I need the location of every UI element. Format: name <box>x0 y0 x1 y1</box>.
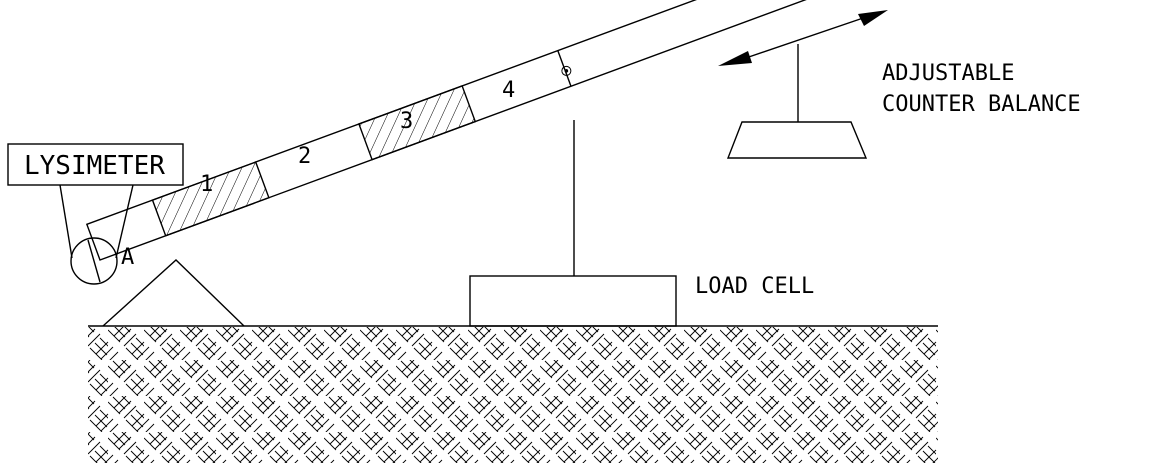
load-pin <box>561 65 572 76</box>
adjustment-arrow-shaft <box>739 14 873 61</box>
load-pin-center <box>564 69 569 73</box>
counter-balance-label-line1: ADJUSTABLE <box>882 61 1014 86</box>
lysimeter: LYSIMETER <box>7 143 184 259</box>
arrowhead-left-icon <box>718 51 752 66</box>
segment-label-3: 3 <box>400 109 413 134</box>
load-cell: LOAD CELL <box>469 120 814 327</box>
load-cell-label: LOAD CELL <box>695 274 814 299</box>
segment-label-2: 2 <box>298 144 311 169</box>
pivot-label: A <box>121 245 134 270</box>
pulley-wheel <box>70 237 118 285</box>
soil-hatching <box>88 327 938 463</box>
fulcrum-support <box>102 259 245 327</box>
counter-balance: ADJUSTABLE COUNTER BALANCE <box>726 44 1081 159</box>
pulley-axle-line <box>87 239 101 283</box>
counterbalance-weight <box>726 121 868 159</box>
lysimeter-cable-right <box>115 184 134 259</box>
lysimeter-label: LYSIMETER <box>24 151 165 181</box>
arrowhead-right-icon <box>858 10 888 26</box>
segment-label-1: 1 <box>200 172 213 197</box>
counter-balance-label-line2: COUNTER BALANCE <box>882 92 1081 117</box>
beam-segment-1-hatched <box>151 161 270 237</box>
ground <box>88 325 938 463</box>
lysimeter-cable-left <box>59 184 73 259</box>
lever-beam <box>85 0 828 261</box>
segment-label-4: 4 <box>502 78 515 103</box>
beam-segment-3-hatched <box>358 85 477 161</box>
adjustment-arrow <box>718 10 888 66</box>
beam-divider-4 <box>557 50 572 87</box>
pulley <box>70 237 118 285</box>
lysimeter-box <box>7 143 184 186</box>
load-cell-box <box>469 275 677 327</box>
